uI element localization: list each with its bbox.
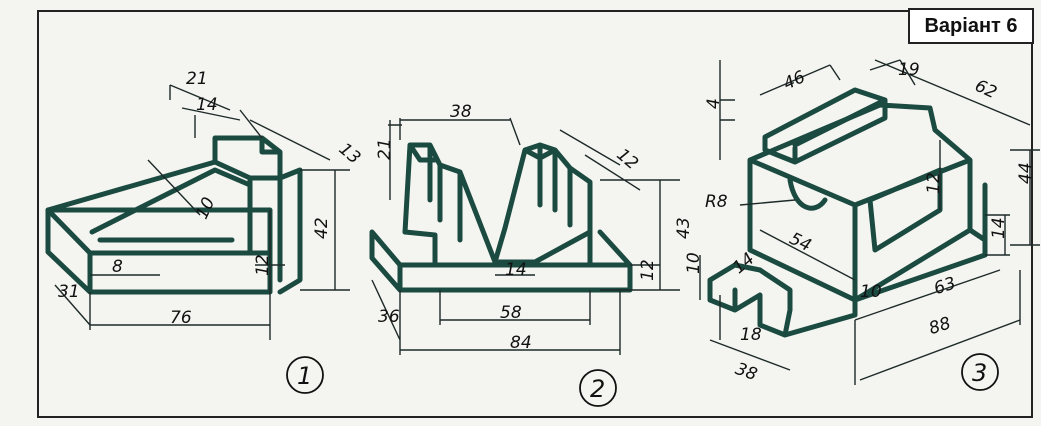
fig3-dim-10-left: 10: [684, 252, 704, 274]
fig2-dim-84: 84: [510, 333, 532, 353]
fig1-base: [45, 207, 273, 295]
fig2-dim-58: 58: [500, 303, 522, 323]
fig3-number: 3: [972, 359, 987, 387]
fig1-dim-31: 31: [58, 282, 80, 302]
fig3-dim-62: 62: [972, 76, 1000, 103]
fig2-dim-38: 38: [450, 102, 472, 122]
fig3-dim-14-right: 14: [989, 217, 1009, 239]
fig1-dim-12: 12: [253, 254, 273, 276]
fig1-dim-42: 42: [312, 217, 332, 239]
fig3-dim-38: 38: [733, 359, 760, 385]
fig3-dim-88: 88: [927, 313, 954, 339]
fig1-number: 1: [297, 362, 312, 390]
fig1-dim-76: 76: [170, 308, 192, 328]
fig2-dim-12: 12: [638, 259, 658, 281]
fig3-body: [747, 102, 973, 303]
fig3-dim-12: 12: [924, 172, 944, 194]
fig2-dim-21: 21: [375, 138, 395, 160]
fig3-dim-18: 18: [740, 325, 762, 345]
fig2-right-wall: [492, 142, 593, 265]
fig1-dim-21: 21: [186, 69, 208, 89]
fig2-dim-12-top: 12: [613, 145, 642, 174]
fig3-dim-4: 4: [704, 98, 724, 109]
fig3-dim-19: 19: [898, 60, 920, 80]
fig1-dim-lines: [54, 84, 350, 340]
figure-3: 4 46 19 62 44 R8 12 54 14 10 14 10 63 18…: [684, 59, 1040, 391]
figure-1: 21 14 13 10 42 8 12 31 76 1: [45, 69, 364, 394]
fig2-dim-43: 43: [674, 217, 694, 239]
fig3-dim-63: 63: [932, 273, 959, 299]
fig1-rib: [45, 159, 253, 256]
fig3-dim-46: 46: [780, 67, 808, 94]
fig2-base: [369, 229, 633, 293]
fig2-number-circle: [579, 369, 617, 407]
sheet-frame: [37, 10, 1033, 418]
fig1-number-circle: [286, 356, 324, 394]
fig1-dim-10: 10: [192, 194, 219, 222]
fig2-number: 2: [590, 375, 605, 403]
fig2-dim-36: 36: [378, 307, 400, 327]
variant-label: Варіант 6: [908, 8, 1034, 44]
fig3-dim-lines: [699, 59, 1040, 385]
figure-2: 38 21 12 43 14 12 58 36 84 2: [369, 102, 694, 407]
fig2-dim-14: 14: [505, 260, 527, 280]
fig2-left-wall: [402, 142, 538, 265]
fig3-dim-44: 44: [1016, 162, 1036, 184]
fig3-number-circle: [961, 353, 999, 391]
fig3-dim-54: 54: [786, 229, 814, 256]
fig1-dim-8: 8: [112, 257, 123, 277]
fig2-dim-lines: [371, 117, 680, 355]
fig1-dim-13: 13: [335, 139, 364, 168]
fig3-dim-r8: R8: [705, 192, 728, 212]
fig3-dim-10: 10: [860, 282, 882, 302]
fig1-upright: [212, 135, 303, 295]
fig1-dim-14: 14: [196, 95, 218, 115]
